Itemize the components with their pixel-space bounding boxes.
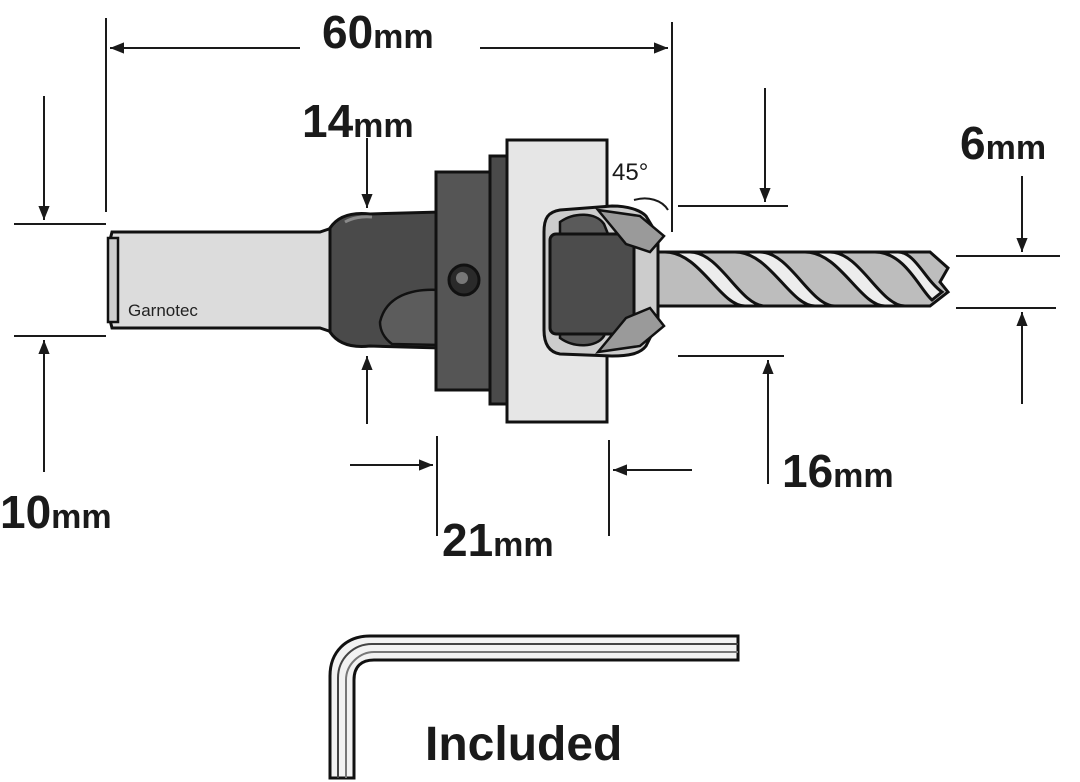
dimension-collar-diameter: 14mm [302, 95, 414, 424]
dimension-body-length: 21mm [350, 436, 692, 566]
shank-diameter-label: 10mm [0, 486, 112, 538]
dimension-countersink-diameter: 16mm [678, 88, 894, 497]
dimension-shank-diameter: 10mm [0, 96, 112, 538]
stop-collar [434, 154, 510, 406]
countersink-cutter [542, 204, 666, 358]
brand-label: Garnotec [128, 301, 198, 320]
hex-key-icon [328, 634, 740, 780]
collar [328, 210, 442, 350]
overall-length-label: 60mm [322, 6, 434, 58]
angle-indicator: 45° [612, 159, 669, 211]
bit-diameter-label: 6mm [960, 117, 1046, 169]
countersink-diameter-label: 16mm [782, 445, 894, 497]
dimension-overall-length: 60mm [105, 6, 673, 232]
dimension-bit-diameter: 6mm [956, 117, 1060, 404]
body-length-label: 21mm [442, 514, 554, 566]
included-label: Included [425, 718, 622, 771]
collar-diameter-label: 14mm [302, 95, 414, 147]
twist-drill-bit [648, 250, 951, 308]
angle-label: 45° [612, 159, 648, 186]
